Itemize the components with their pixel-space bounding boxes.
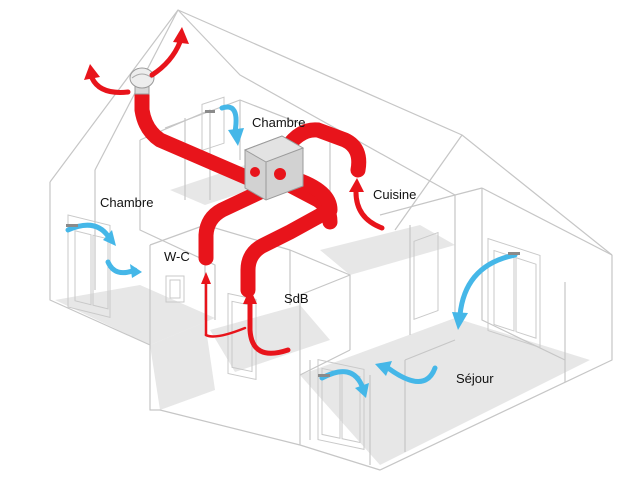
floor-cuisine bbox=[320, 225, 455, 275]
arrow-sejour-window-right bbox=[457, 252, 518, 318]
ventilation-box-icon bbox=[243, 135, 305, 201]
window-sejour-left bbox=[317, 358, 365, 450]
label-sejour: Séjour bbox=[456, 371, 494, 386]
label-wc: W-C bbox=[164, 249, 190, 264]
duct-chambre-upper bbox=[277, 122, 367, 178]
house-outline bbox=[49, 9, 613, 471]
floor-sejour bbox=[300, 318, 590, 465]
extract-arrows bbox=[84, 27, 385, 356]
duct-to-roof bbox=[134, 87, 256, 186]
duct-wc bbox=[198, 177, 283, 266]
floors bbox=[55, 165, 590, 465]
extract-ducts bbox=[134, 87, 367, 298]
arrow-sejour-door bbox=[385, 365, 438, 384]
openings bbox=[67, 96, 541, 450]
arrow-sdb bbox=[247, 297, 291, 356]
floor-wc bbox=[150, 322, 215, 410]
window-chambre-upper bbox=[201, 96, 225, 152]
window-wc bbox=[165, 275, 185, 303]
floor-chambre-left bbox=[55, 285, 215, 345]
arrow-wc-base bbox=[204, 326, 247, 338]
duct-sdb bbox=[240, 170, 338, 298]
window-sejour-right bbox=[487, 237, 541, 349]
arrow-roof-right bbox=[149, 39, 183, 78]
label-chambre-left: Chambre bbox=[100, 195, 154, 210]
window-chambre-left bbox=[67, 214, 111, 319]
label-sdb: SdB bbox=[284, 291, 309, 306]
roof-extractor-icon bbox=[129, 67, 155, 95]
arrow-chambre-left-in-1 bbox=[65, 222, 111, 239]
door-cuisine bbox=[413, 231, 439, 320]
arrow-chambre-upper-in bbox=[219, 104, 239, 135]
arrow-roof-left bbox=[89, 75, 131, 95]
arrow-cuisine bbox=[353, 187, 385, 231]
fresh-air-arrows bbox=[65, 104, 518, 398]
window-air-inlet-icon bbox=[66, 110, 520, 377]
label-chambre-upper: Chambre bbox=[252, 115, 306, 130]
label-cuisine: Cuisine bbox=[373, 187, 417, 202]
